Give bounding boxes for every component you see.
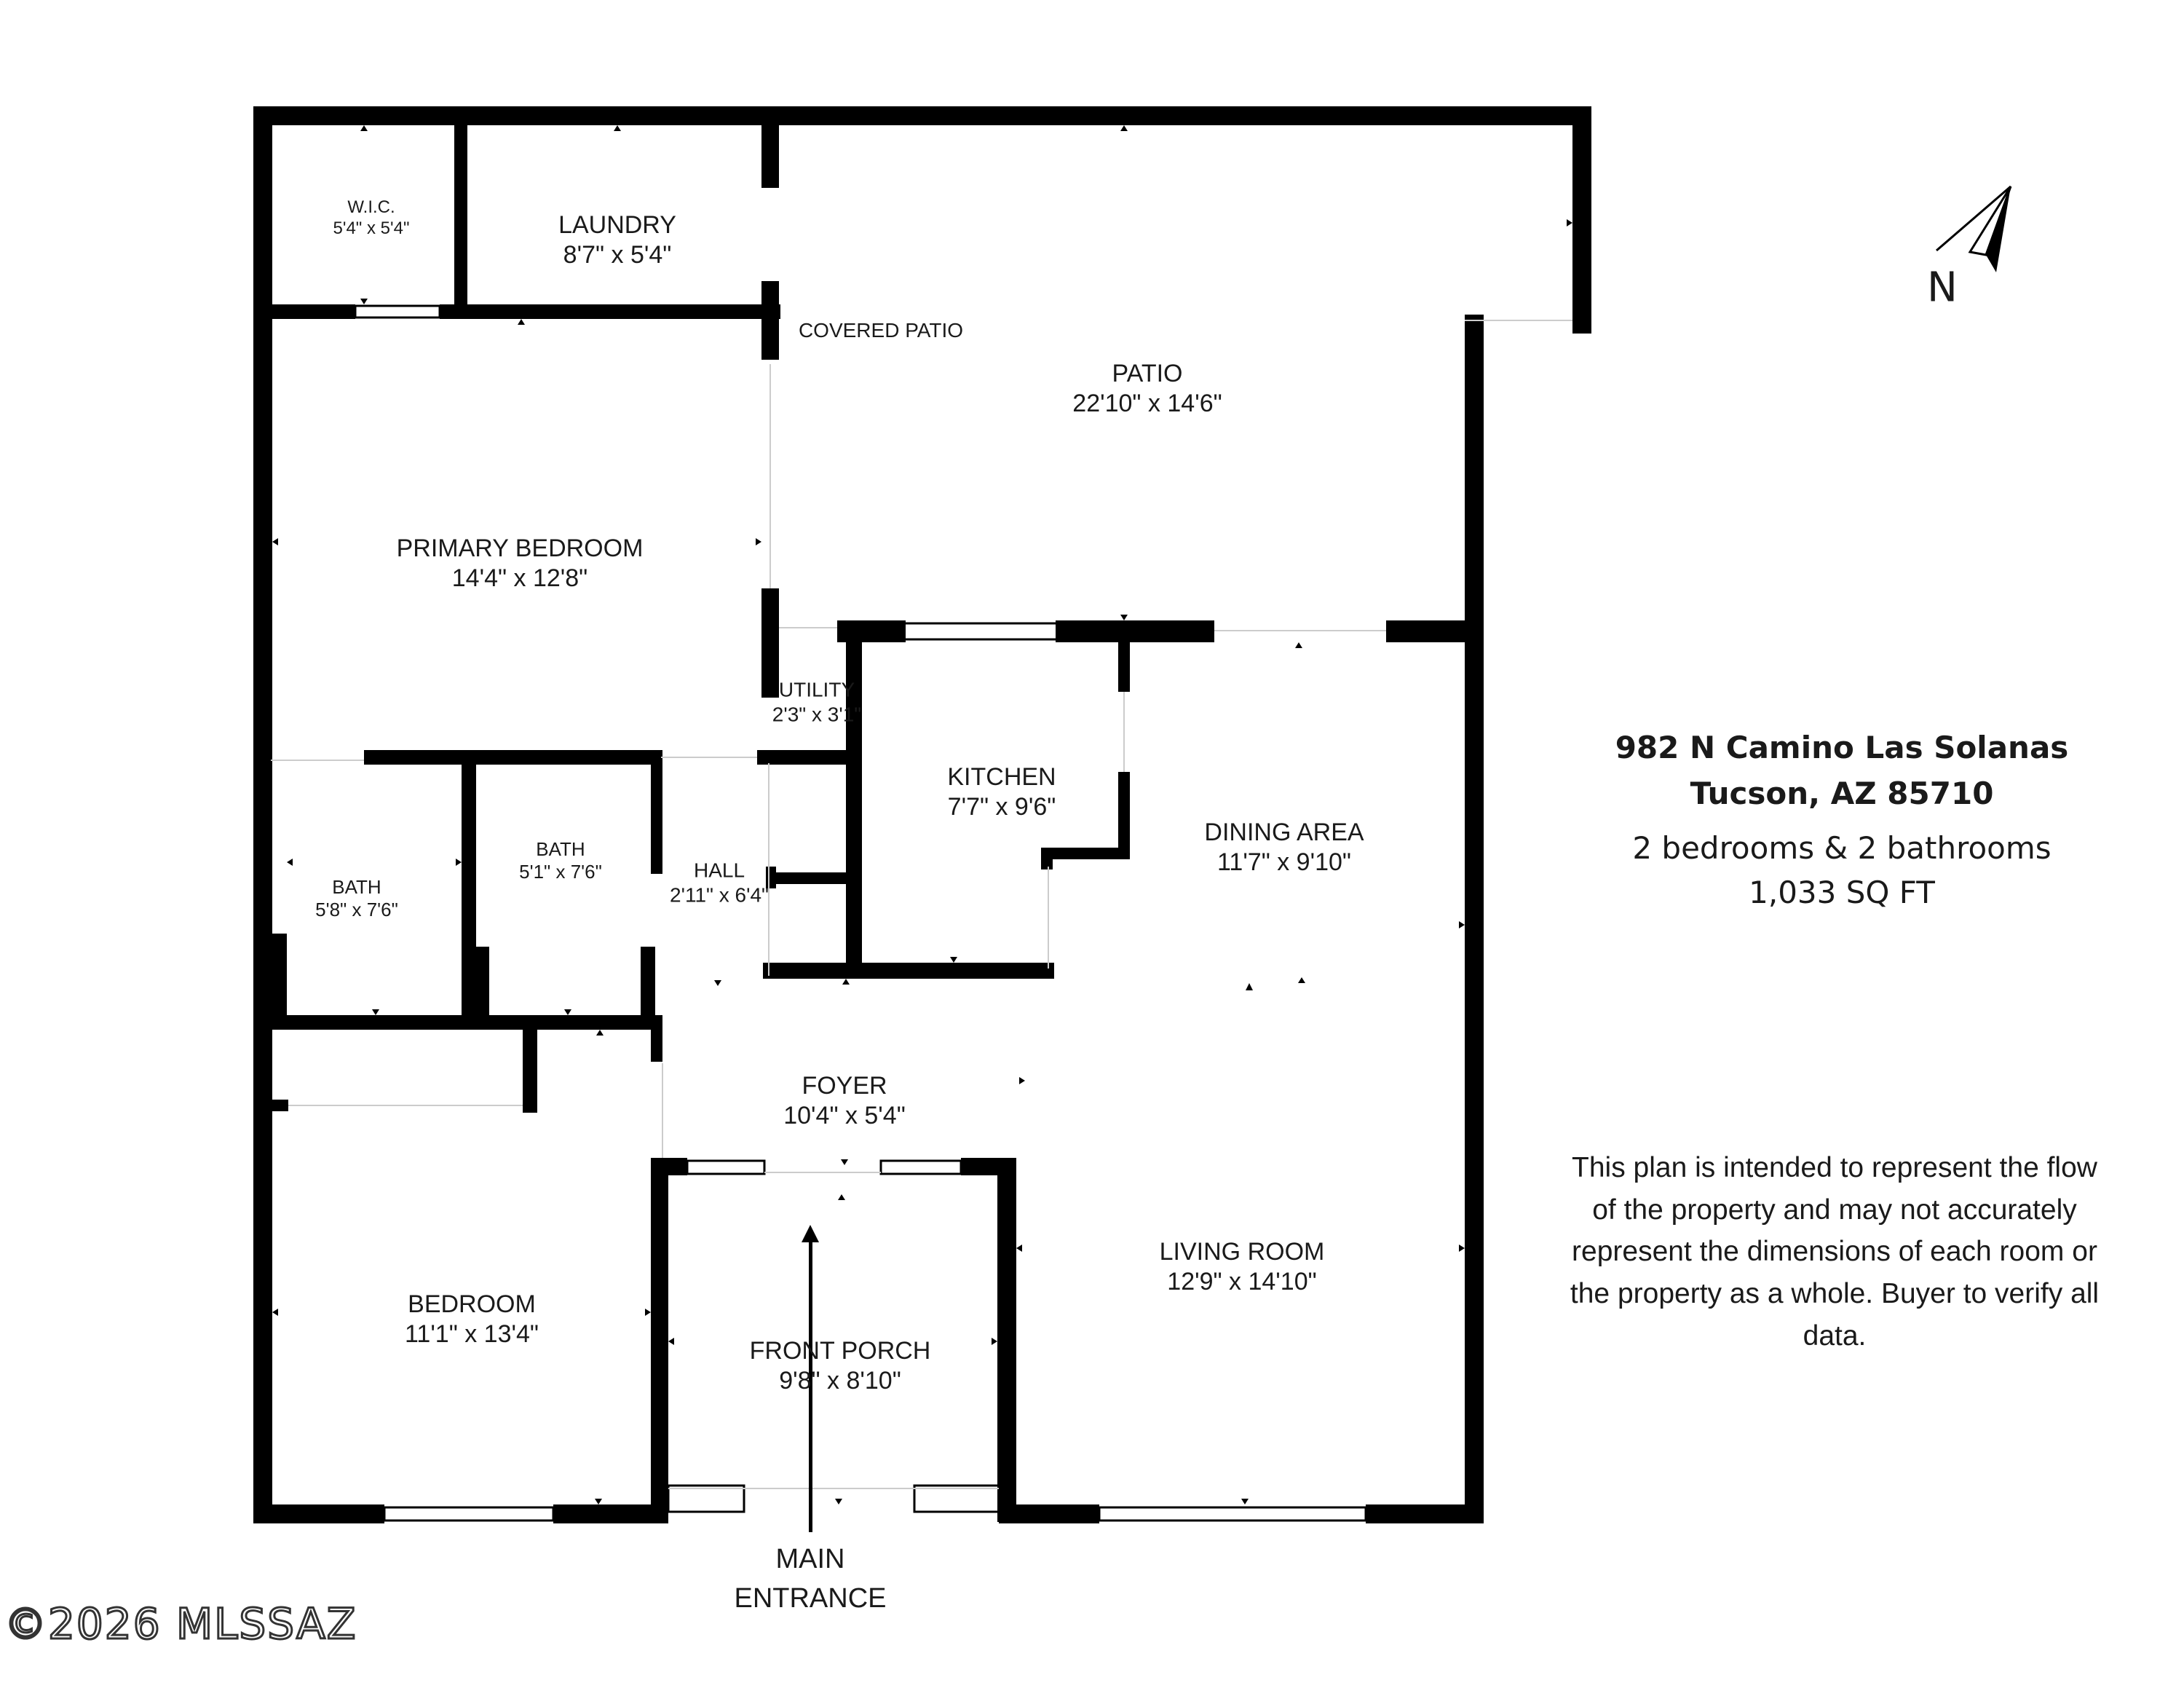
entrance-line-2: ENTRANCE bbox=[734, 1582, 887, 1614]
disclaimer: This plan is intended to represent the f… bbox=[1570, 1152, 2100, 1352]
room-label-covered-patio: COVERED PATIO bbox=[799, 318, 963, 343]
beds-baths: 2 bedrooms & 2 bathrooms bbox=[1632, 830, 2052, 866]
address-line-1: 982 N Camino Las Solanas bbox=[1615, 730, 2069, 765]
north-label: N bbox=[1927, 264, 1958, 312]
room-name: KITCHEN bbox=[947, 763, 1056, 792]
room-label-dining-area: DINING AREA 11'7" x 9'10" bbox=[1204, 818, 1364, 877]
room-name: DINING AREA bbox=[1204, 819, 1364, 847]
north-arrow-icon bbox=[1936, 185, 2012, 272]
room-label-bath-2: BATH 5'1" x 7'6" bbox=[519, 838, 602, 883]
room-name: COVERED PATIO bbox=[798, 319, 964, 342]
room-name: W.I.C. bbox=[347, 197, 395, 218]
room-name: PATIO bbox=[1112, 360, 1183, 388]
room-label-kitchen: KITCHEN 7'7" x 9'6" bbox=[947, 762, 1056, 822]
room-label-patio: PATIO 22'10" x 14'6" bbox=[1072, 359, 1222, 419]
main-entrance-label: MAIN ENTRANCE bbox=[734, 1540, 886, 1619]
copyright-watermark: ©2026 MLSSAZ bbox=[4, 1598, 357, 1650]
address-line-2: Tucson, AZ 85710 bbox=[1690, 776, 1994, 811]
room-dimensions: 7'7" x 9'6" bbox=[947, 793, 1056, 821]
room-label-utility: UTILITY 2'3" x 3'1" bbox=[772, 677, 861, 726]
room-dimensions: 2'11" x 6'4" bbox=[670, 883, 769, 906]
room-dimensions: 5'1" x 7'6" bbox=[519, 861, 602, 883]
room-name: HALL bbox=[693, 859, 745, 882]
room-dimensions: 11'7" x 9'10" bbox=[1217, 848, 1351, 876]
entrance-arrow bbox=[802, 1225, 819, 1532]
openings bbox=[271, 320, 1572, 1489]
room-label-hall: HALL 2'11" x 6'4" bbox=[670, 858, 769, 907]
room-name: UTILITY bbox=[778, 678, 855, 701]
room-dimensions: 9'8" x 8'10" bbox=[779, 1367, 901, 1395]
property-info: 982 N Camino Las Solanas Tucson, AZ 8571… bbox=[1602, 725, 2082, 915]
room-label-primary-bedroom: PRIMARY BEDROOM 14'4" x 12'8" bbox=[397, 534, 644, 593]
room-name: LIVING ROOM bbox=[1159, 1238, 1325, 1266]
room-dimensions: 5'8" x 7'6" bbox=[315, 899, 398, 920]
room-label-living-room: LIVING ROOM 12'9" x 14'10" bbox=[1160, 1237, 1325, 1297]
room-dimensions: 10'4" x 5'4" bbox=[783, 1102, 906, 1129]
room-label-bedroom: BEDROOM 11'1" x 13'4" bbox=[405, 1290, 539, 1349]
windows bbox=[354, 304, 1367, 1522]
room-dimensions: 14'4" x 12'8" bbox=[451, 564, 588, 592]
room-name: BATH bbox=[536, 837, 585, 860]
room-label-laundry: LAUNDRY 8'7" x 5'4" bbox=[558, 210, 676, 270]
room-dimensions: 8'7" x 5'4" bbox=[563, 241, 672, 269]
room-name: BATH bbox=[332, 875, 381, 898]
measurement-markers bbox=[272, 125, 1572, 1504]
room-dimensions: 11'1" x 13'4" bbox=[405, 1320, 539, 1348]
room-dimensions: 5'4" x 5'4" bbox=[333, 218, 410, 238]
room-label-front-porch: FRONT PORCH 9'8" x 8'10" bbox=[750, 1336, 931, 1396]
room-label-wic: W.I.C. 5'4" x 5'4" bbox=[333, 197, 410, 240]
room-dimensions: 12'9" x 14'10" bbox=[1167, 1268, 1317, 1295]
room-name: BEDROOM bbox=[408, 1290, 536, 1319]
room-name: LAUNDRY bbox=[558, 211, 676, 240]
room-label-bath-1: BATH 5'8" x 7'6" bbox=[315, 876, 398, 921]
square-footage: 1,033 SQ FT bbox=[1749, 874, 1935, 910]
room-dimensions: 2'3" x 3'1" bbox=[772, 703, 862, 725]
room-label-foyer: FOYER 10'4" x 5'4" bbox=[783, 1071, 906, 1131]
entrance-line-1: MAIN bbox=[775, 1544, 845, 1574]
room-name: FOYER bbox=[802, 1072, 887, 1100]
room-dimensions: 22'10" x 14'6" bbox=[1072, 390, 1222, 417]
room-name: PRIMARY BEDROOM bbox=[396, 535, 644, 563]
room-name: FRONT PORCH bbox=[749, 1337, 931, 1365]
walls bbox=[253, 106, 1591, 1523]
